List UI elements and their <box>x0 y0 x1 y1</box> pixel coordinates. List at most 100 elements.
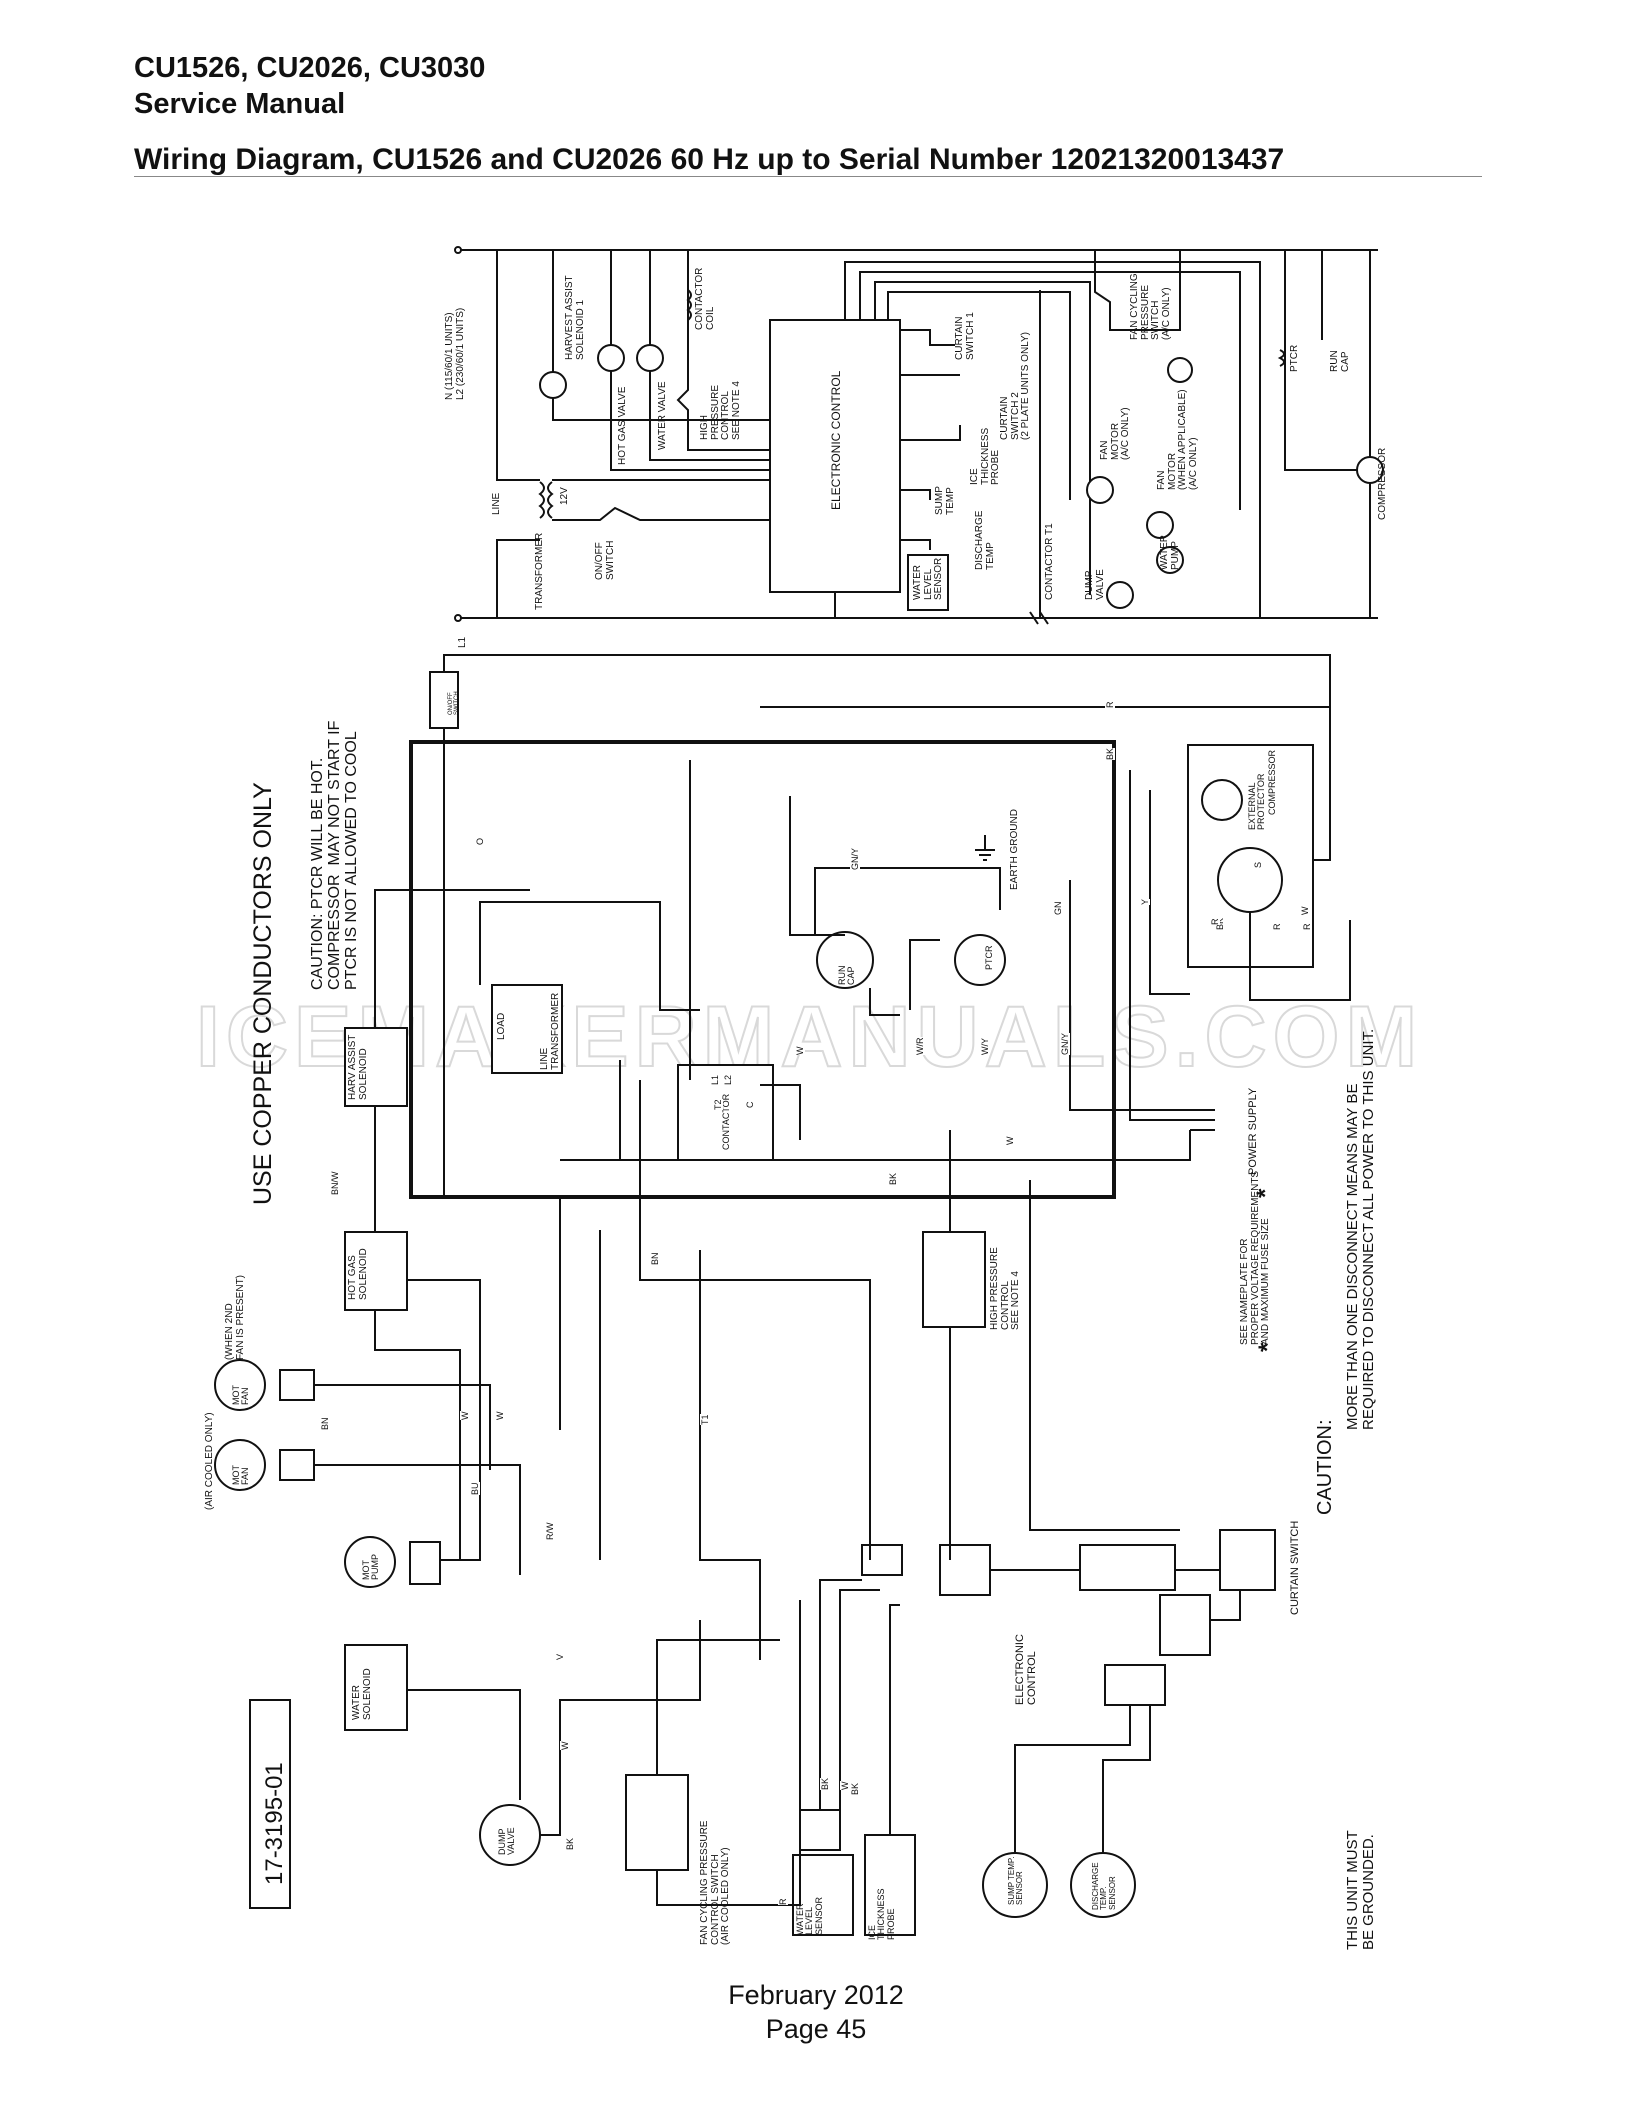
label-power-supply: POWER SUPPLY <box>1247 1087 1259 1175</box>
label-high-pressure: HIGH PRESSURE CONTROL SEE NOTE 4 <box>699 381 742 440</box>
wire-code-label: R <box>1210 918 1220 925</box>
wire-code-label: BK <box>820 1777 830 1790</box>
wire-code-label: GN/Y <box>1060 1032 1070 1055</box>
label-on-off-small: ON/OFF SWITCH <box>448 691 461 715</box>
wire-code-label: W <box>560 1741 570 1750</box>
label-sump-temp-sensor: SUMP TEMP. SENSOR <box>1007 1856 1025 1905</box>
ptcr-icon <box>1277 349 1285 367</box>
label-grounded-note: THIS UNIT MUST BE GROUNDED. <box>1344 1830 1377 1950</box>
fan-cycling-switch-icon <box>1167 357 1193 383</box>
label-caution-ptcr: CAUTION: PTCR WILL BE HOT. COMPRESSOR MA… <box>309 720 360 990</box>
label-water-solenoid: WATER SOLENOID <box>351 1668 373 1720</box>
label-run-cap: RUN CAP <box>837 965 857 986</box>
wire-code-label: R <box>778 1898 788 1905</box>
hot-gas-valve-icon <box>597 344 625 372</box>
fan-cycling-switch-box <box>625 1774 689 1871</box>
connector-j4 <box>1104 1664 1166 1706</box>
asterisk-mark: * <box>1252 1188 1279 1198</box>
wire-code-label: GN <box>1053 901 1063 915</box>
wire-code-label: R <box>1105 701 1115 708</box>
transformer-primary <box>538 481 545 519</box>
label-l1: L1 <box>457 636 468 648</box>
label-contactor-coil: CONTACTOR COIL <box>694 267 716 330</box>
label-compressor: COMPRESSOR <box>1377 447 1388 520</box>
water-level-connector <box>799 1809 841 1851</box>
wire-code-label: R/W <box>545 1522 555 1540</box>
ice-thickness-probe-box <box>864 1834 916 1936</box>
water-level-sensor-box <box>792 1854 854 1936</box>
label-on-off: ON/OFF SWITCH <box>594 540 616 580</box>
wire-code-label: W/R <box>915 1037 925 1055</box>
wire-code-label: BN/W <box>330 1171 340 1195</box>
terminal-n <box>454 246 462 254</box>
wire-code-label: BK <box>1105 747 1115 760</box>
wires <box>314 654 1351 1906</box>
wire-code-label: W/Y <box>980 1038 990 1055</box>
label-dump-valve: DUMP VALVE <box>1084 569 1106 600</box>
wire-contactor-coil <box>676 250 770 451</box>
label-external-protector: EXTERNAL PROTECTOR <box>1247 773 1267 830</box>
label-sump-temp: SUMP TEMP <box>934 486 956 515</box>
part-number-box <box>249 1699 291 1909</box>
harvest-solenoid-icon <box>539 371 567 399</box>
wire-code-label: T1 <box>700 1414 710 1425</box>
pump-motor-icon <box>344 1536 396 1588</box>
wiring <box>214 654 1351 1936</box>
manual-line: Service Manual <box>134 88 346 120</box>
wire-bus-4 <box>887 291 1071 500</box>
wire-fan-cycling <box>1094 250 1181 331</box>
wire-code-label: L2 <box>723 1074 733 1085</box>
fan-1-connector <box>279 1449 315 1481</box>
connector-j9 <box>939 1544 991 1596</box>
label-when-2nd-fan: (WHEN 2ND FAN IS PRESENT) <box>224 1274 246 1360</box>
label-load: LOAD <box>496 1012 507 1040</box>
label-water-valve: WATER VALVE <box>657 381 668 450</box>
label-ptcr: PTCR <box>1289 344 1300 372</box>
curtain-switch-box <box>1219 1529 1276 1591</box>
label-electronic-control: ELECTRONIC CONTROL <box>1014 1634 1038 1705</box>
label-compressor: COMPRESSOR <box>1267 749 1277 815</box>
contactor-coil-icon <box>686 289 692 321</box>
connector-j1 <box>1079 1544 1176 1591</box>
label-hot-gas: HOT GAS SOLENOID <box>347 1248 369 1300</box>
electronic-control-box <box>769 319 901 593</box>
run-cap-icon <box>816 931 874 989</box>
line-transformer-box <box>491 984 563 1074</box>
page-header: CU1526, CU2026, CU3030 Service Manual Wi… <box>134 50 1482 178</box>
earth-ground-icon <box>975 835 995 861</box>
water-solenoid-box <box>344 1644 408 1731</box>
fan-motor-1-icon <box>214 1439 266 1491</box>
wire-code-label: W <box>795 1046 805 1055</box>
wire-code-label: T2 <box>713 1099 723 1110</box>
wire-discharge <box>900 539 931 550</box>
wire-bus-3 <box>874 281 1091 595</box>
wire-bus-2 <box>859 271 1241 510</box>
label-line: LINE <box>491 492 502 515</box>
wire-bus-1 <box>844 261 1261 618</box>
wire-sump <box>900 489 931 500</box>
wire-curtain-1 <box>900 329 955 346</box>
label-caution: CAUTION: <box>1314 1419 1336 1515</box>
wire-code-label: R <box>1272 923 1282 930</box>
wire-code-label: BN <box>320 1417 330 1430</box>
label-discharge-temp-sensor: DISCHARGE TEMP. SENSOR <box>1091 1862 1117 1910</box>
header-rule <box>134 176 1482 177</box>
wire-code-label: W <box>460 1411 470 1420</box>
label-mot-fan: MOT FAN <box>231 1465 251 1485</box>
pump-connector <box>409 1541 441 1585</box>
model-line: CU1526, CU2026, CU3030 <box>134 52 486 84</box>
external-protector-icon <box>1201 779 1243 821</box>
wire-code-label: R <box>1302 923 1312 930</box>
wire-code-label: O <box>475 837 485 845</box>
connector-j3 <box>1159 1594 1211 1656</box>
label-contactor-t1: CONTACTOR T1 <box>1044 523 1055 600</box>
label-ice-thickness-probe: ICE THICKNESS PROBE <box>867 1888 896 1940</box>
wire-code-label: Y <box>1140 898 1150 905</box>
footer-date: February 2012 <box>728 1980 904 2010</box>
label-ptcr: PTCR <box>984 945 994 971</box>
wire-code-label: V <box>555 1653 565 1660</box>
wire-ptcr <box>1284 250 1370 471</box>
high-pressure-control-box <box>922 1231 986 1328</box>
page-footer: February 2012 Page 45 <box>0 1978 1632 2046</box>
